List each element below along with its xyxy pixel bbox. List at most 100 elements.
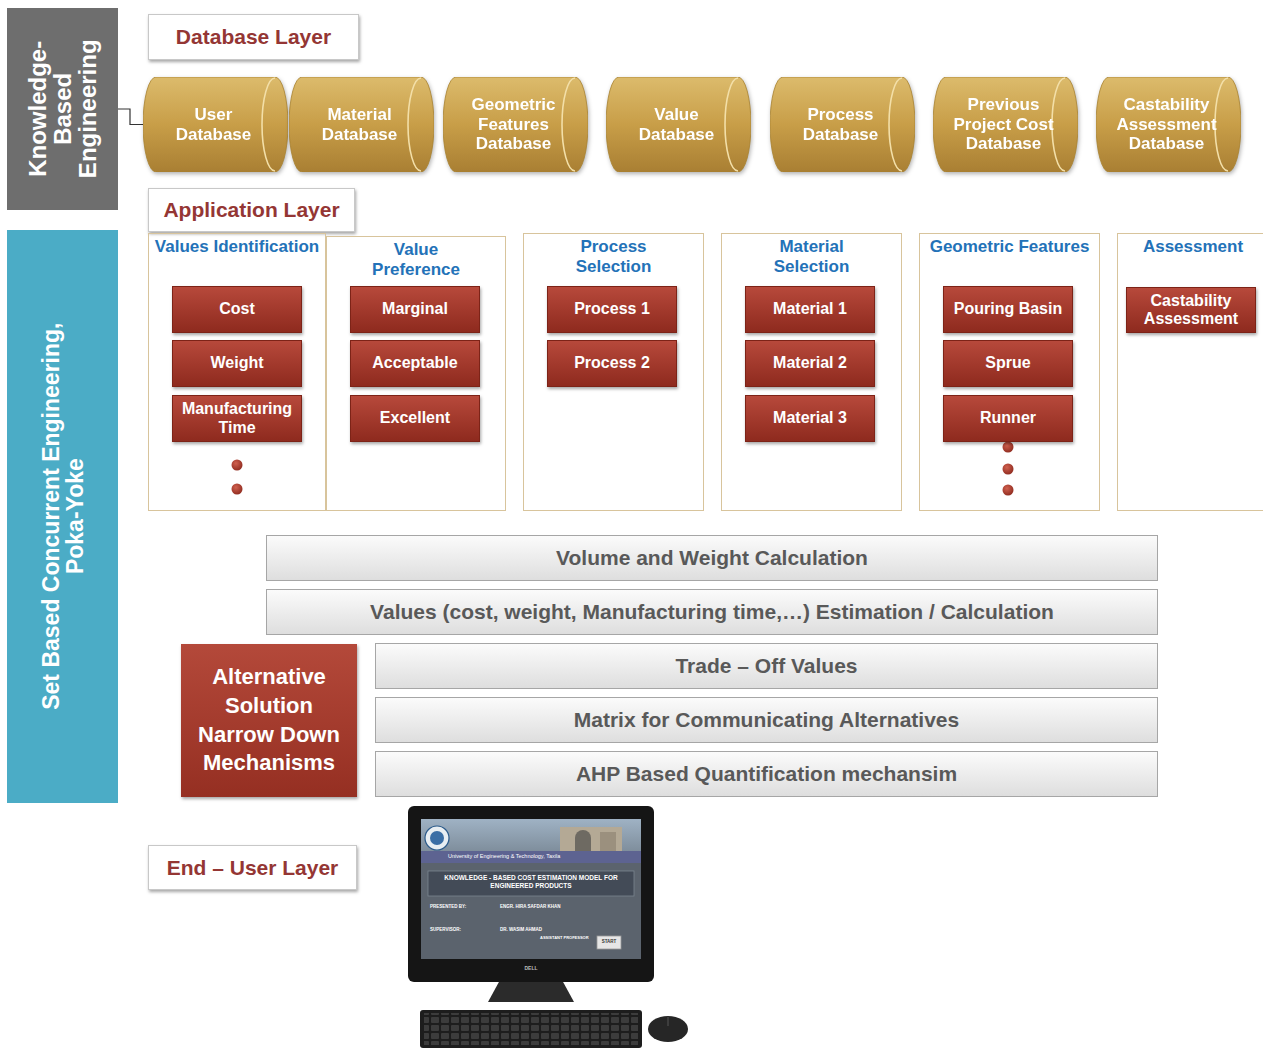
node-text: Process Database: [784, 105, 897, 144]
node-text: Application Layer: [163, 198, 339, 222]
calculation-bar: Volume and Weight Calculation: [266, 535, 1158, 581]
calculation-bar: Values (cost, weight, Manufacturing time…: [266, 589, 1158, 635]
screen: [421, 819, 641, 959]
node-text: Runner: [980, 409, 1036, 427]
node-text: Castability Assessment Database: [1110, 95, 1223, 154]
node-text: Volume and Weight Calculation: [556, 546, 868, 570]
database-cylinder: Process Database: [770, 77, 915, 172]
node-text: Cost: [219, 300, 255, 318]
database-cylinder: User Database: [143, 77, 288, 172]
panel-heading: Assessment: [1118, 234, 1263, 257]
node-text: Manufacturing Time: [179, 400, 295, 437]
screen-text: DELL: [515, 965, 547, 971]
cylinder-body: [143, 77, 288, 172]
cylinder-end: [262, 78, 275, 171]
option-box: Material 1: [745, 286, 875, 333]
dot: [232, 484, 243, 495]
panel-heading: Material Selection: [755, 234, 869, 277]
panel-heading: Values Identification: [149, 234, 325, 257]
module-panel: Material SelectionMaterial 1 Material 2 Ma…: [721, 233, 902, 511]
cylinder-end: [562, 78, 575, 171]
node-text: Process 1: [574, 300, 650, 318]
module-panel: Geometric FeaturesPouring BasinSprueRunn…: [919, 233, 1100, 511]
building-wing: [600, 832, 616, 851]
node-text: AHP Based Quantification mechansim: [576, 762, 957, 786]
calculation-bar: Matrix for Communicating Alternatives: [375, 697, 1158, 743]
node-text: Weight: [210, 354, 263, 372]
dot: [1003, 442, 1014, 453]
cylinder-end: [725, 78, 738, 171]
node-text: Castability Assessment: [1133, 292, 1249, 329]
option-box: Castability Assessment: [1126, 287, 1256, 333]
dot: [232, 460, 243, 471]
screen-text: START: [597, 939, 621, 945]
database-cylinder: Material Database: [289, 77, 434, 172]
node-text: Database Layer: [176, 25, 331, 49]
mechanism-box: Alternative Solution Narrow Down Mechani…: [181, 644, 357, 797]
cylinder-body: [443, 77, 588, 172]
start-button: [597, 936, 621, 949]
option-box: Weight: [172, 340, 302, 387]
option-box: Material 2: [745, 340, 875, 387]
keyboard-keys: [424, 1013, 638, 1045]
option-box: Material 3: [745, 395, 875, 442]
cylinder-body: [1096, 77, 1241, 172]
option-box: Marginal: [350, 286, 480, 333]
node-text: Knowledge-Based Engineering: [25, 19, 101, 199]
node-text: Excellent: [380, 409, 450, 427]
title-panel: [428, 871, 634, 896]
option-box: Process 2: [547, 340, 677, 387]
node-text: Material 2: [773, 354, 847, 372]
layer-label: Application Layer: [148, 188, 355, 232]
logo: [425, 826, 449, 850]
option-box: Acceptable: [350, 340, 480, 387]
node-text: Marginal: [382, 300, 448, 318]
option-box: Cost: [172, 286, 302, 333]
panel-heading: Value Preference: [359, 237, 473, 280]
option-box: Process 1: [547, 286, 677, 333]
approach-band: Set Based Concurrent Engineering, Poka-Y…: [7, 230, 118, 803]
cylinder-body: [770, 77, 915, 172]
database-cylinder: Geometric Features Database: [443, 77, 588, 172]
ellipsis-dots: [232, 442, 1014, 496]
node-text: Pouring Basin: [954, 300, 1062, 318]
screen-text: KNOWLEDGE - BASED COST ESTIMATION MODEL …: [432, 874, 630, 890]
node-text: Acceptable: [372, 354, 457, 372]
screen-text: ENGR. HIRA SAFDAR KHAN: [500, 904, 600, 910]
logo-inner: [430, 831, 444, 845]
node-text: Previous Project Cost Database: [947, 95, 1060, 154]
mouse-seam: [668, 1017, 669, 1026]
screen-text: University of Engineering & Technology, …: [448, 853, 618, 860]
node-text: Value Database: [620, 105, 733, 144]
node-text: Set Based Concurrent Engineering, Poka-Y…: [38, 302, 86, 732]
cylinder-end: [1052, 78, 1065, 171]
cylinder-end: [1215, 78, 1228, 171]
screen-text: SUPERVISOR:: [430, 927, 490, 933]
node-text: Matrix for Communicating Alternatives: [574, 708, 959, 732]
node-text: Material 1: [773, 300, 847, 318]
monitor-stand: [488, 980, 574, 1002]
cylinder-body: [606, 77, 751, 172]
module-panel: Values IdentificationCostWeightManufactu…: [148, 233, 326, 511]
option-box: Excellent: [350, 395, 480, 442]
node-text: Material 3: [773, 409, 847, 427]
module-panel: AssessmentCastability Assessment: [1117, 233, 1263, 511]
calculation-bar: AHP Based Quantification mechansim: [375, 751, 1158, 797]
module-panel: Process SelectionProcess 1 Process 2: [523, 233, 704, 511]
cylinder-body: [933, 77, 1078, 172]
option-box: Sprue: [943, 340, 1073, 387]
panel-heading: Process Selection: [557, 234, 671, 277]
screen-strip: [421, 851, 641, 863]
monitor-body: [408, 806, 654, 982]
option-box: Manufacturing Time: [172, 395, 302, 442]
screen-text: ASSISTANT PROFESSOR: [540, 935, 600, 940]
dot: [1003, 464, 1014, 475]
cylinder-end: [889, 78, 902, 171]
connector-line: [118, 109, 143, 125]
panel-heading: Geometric Features: [920, 234, 1099, 257]
cylinder-body: [289, 77, 434, 172]
node-text: Values (cost, weight, Manufacturing time…: [370, 600, 1054, 624]
computer-illustration: [408, 806, 688, 1048]
screen-text: DR. WASIM AHMAD: [500, 927, 590, 933]
dot: [1003, 485, 1014, 496]
